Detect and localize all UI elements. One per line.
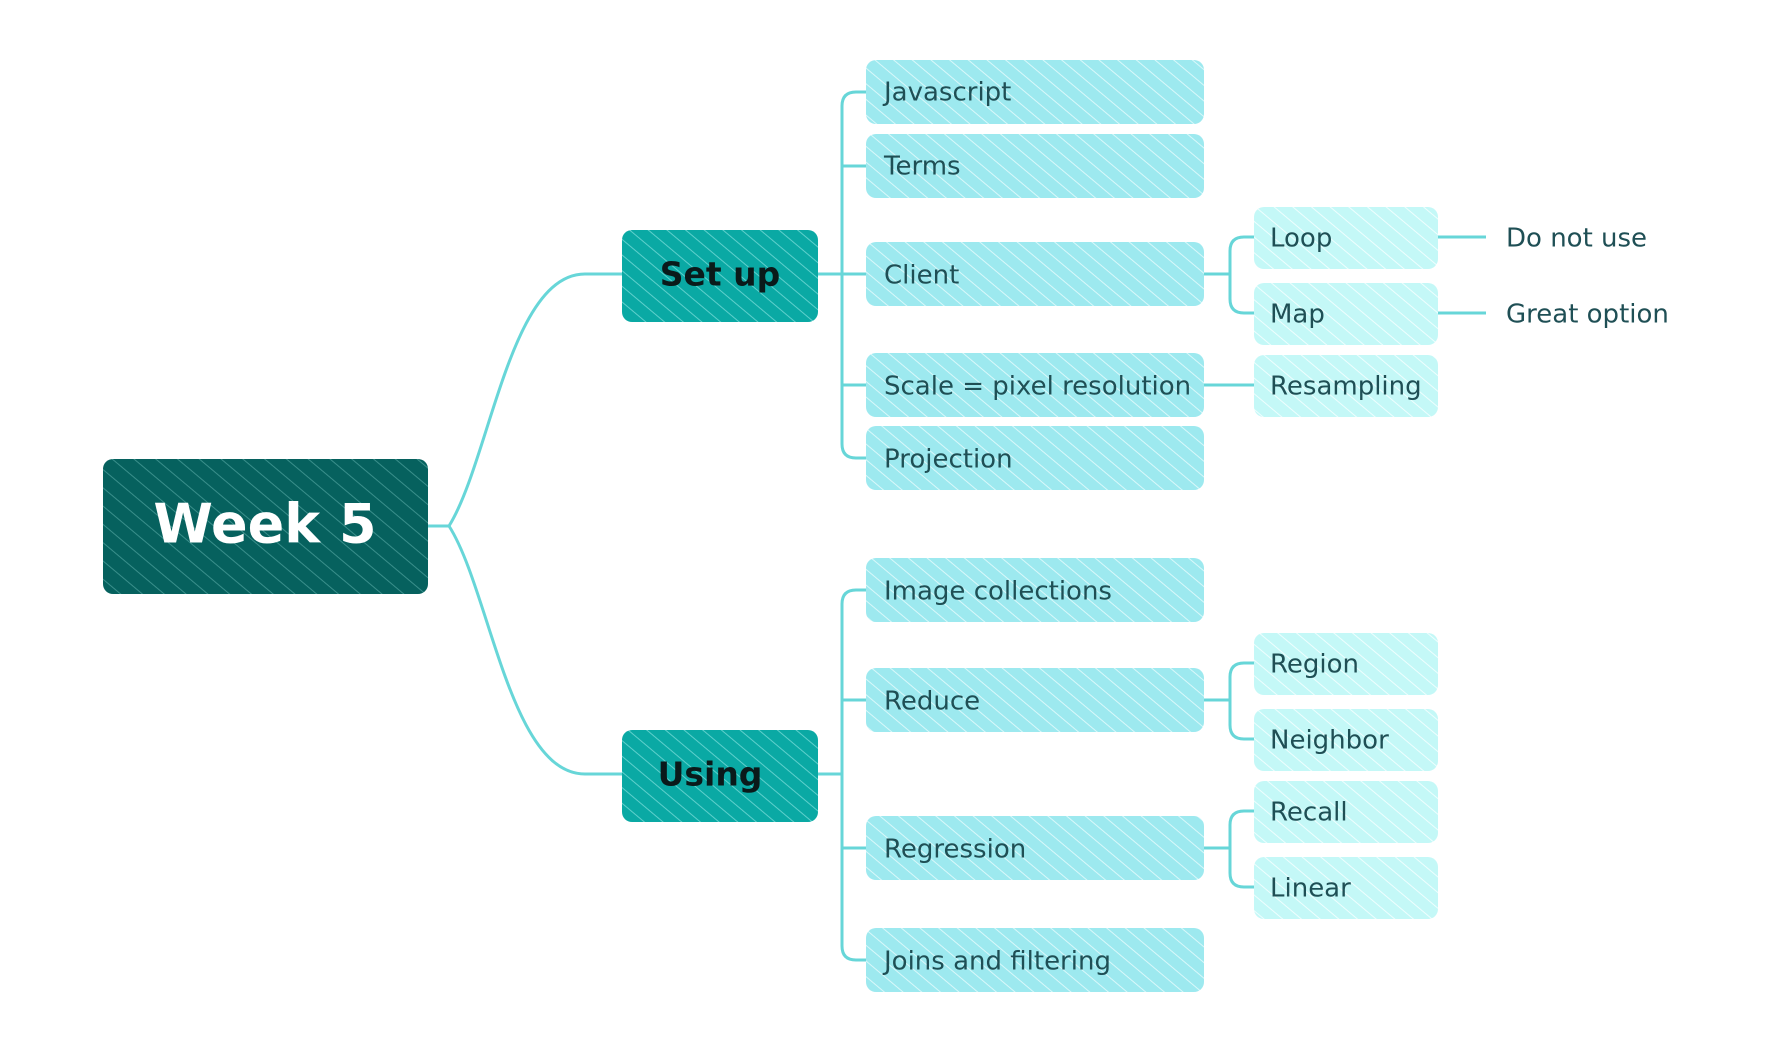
subtopic-loop[interactable]: Loop [1254, 207, 1438, 269]
subtopic-image-collections-label: Image collections [884, 577, 1112, 607]
connector-using-bracket [818, 588, 866, 962]
subtopic-scale-label: Scale = pixel resolution [884, 372, 1191, 402]
subtopic-reduce-label: Reduce [884, 687, 980, 717]
subtopic-resampling-label: Resampling [1270, 372, 1422, 402]
subtopic-joins-filtering[interactable]: Joins and filtering [866, 928, 1204, 992]
subtopic-region-label: Region [1270, 650, 1359, 680]
subtopic-regression-label: Regression [884, 835, 1026, 865]
connector-reduce-bracket [1204, 661, 1254, 741]
subtopic-neighbor-label: Neighbor [1270, 726, 1389, 756]
subtopic-region[interactable]: Region [1254, 633, 1438, 695]
subtopic-projection-label: Projection [884, 445, 1013, 475]
subtopic-image-collections[interactable]: Image collections [866, 558, 1204, 622]
subtopic-loop-label: Loop [1270, 224, 1332, 254]
subtopic-javascript-label: Javascript [882, 78, 1011, 108]
connector-root-using [447, 525, 622, 776]
main-topic-using[interactable]: Using [622, 730, 818, 822]
subtopic-client[interactable]: Client [866, 242, 1204, 306]
subtopic-scale[interactable]: Scale = pixel resolution [866, 353, 1204, 417]
subtopic-recall-label: Recall [1270, 798, 1348, 828]
subtopic-joins-filtering-label: Joins and filtering [882, 947, 1111, 977]
main-topic-setup[interactable]: Set up [622, 230, 818, 322]
subtopic-recall[interactable]: Recall [1254, 781, 1438, 843]
connector-regression-bracket [1204, 809, 1254, 889]
subtopic-resampling[interactable]: Resampling [1254, 355, 1438, 417]
connector-client-bracket [1204, 235, 1254, 315]
connector-setup-bracket [818, 90, 866, 460]
subtopic-terms[interactable]: Terms [866, 134, 1204, 198]
subtopic-projection[interactable]: Projection [866, 426, 1204, 490]
subtopic-reduce[interactable]: Reduce [866, 668, 1204, 732]
subtopic-javascript[interactable]: Javascript [866, 60, 1204, 124]
main-topic-setup-label: Set up [660, 255, 781, 294]
subtopic-map-label: Map [1270, 300, 1325, 330]
root-node-shape [103, 459, 428, 594]
subtopic-terms-label: Terms [883, 152, 961, 182]
leaf-do-not-use[interactable]: Do not use [1506, 224, 1647, 254]
leaf-great-option[interactable]: Great option [1506, 300, 1669, 330]
subtopic-regression[interactable]: Regression [866, 816, 1204, 880]
subtopic-neighbor[interactable]: Neighbor [1254, 709, 1438, 771]
subtopic-linear-label: Linear [1270, 874, 1351, 904]
root-node[interactable]: Week 5 [103, 459, 428, 594]
main-topic-setup-shape [622, 230, 818, 322]
main-topic-using-shape [622, 730, 818, 822]
root-node-label: Week 5 [153, 493, 376, 556]
subtopic-client-label: Client [884, 261, 959, 291]
subtopic-linear[interactable]: Linear [1254, 857, 1438, 919]
connectors [428, 90, 1486, 962]
subtopic-map[interactable]: Map [1254, 283, 1438, 345]
connector-root-setup [428, 272, 622, 528]
main-topic-using-label: Using [658, 755, 763, 794]
